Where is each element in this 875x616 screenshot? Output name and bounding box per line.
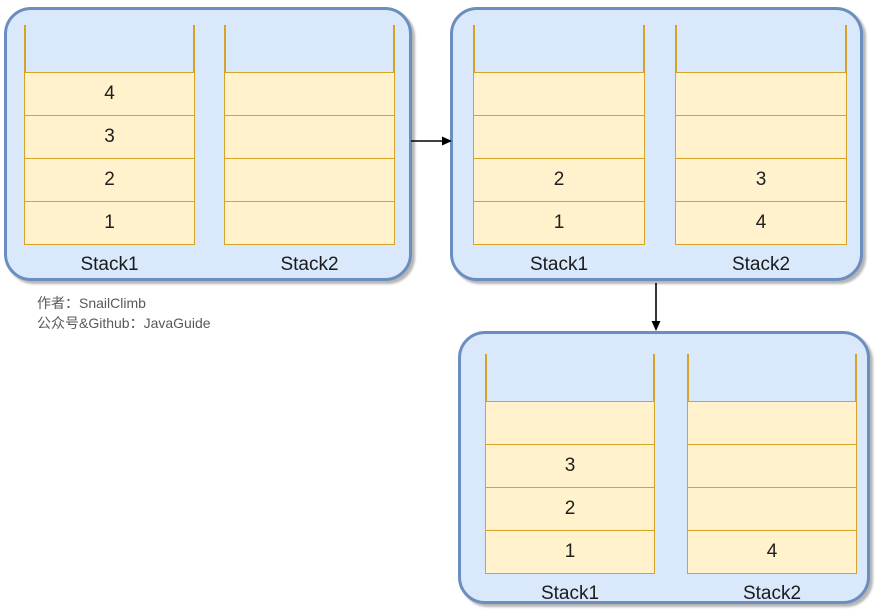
stack-well [24, 25, 195, 73]
stack-well [224, 25, 395, 73]
stack-cell: 4 [687, 530, 857, 574]
stack-cell: 2 [24, 158, 195, 202]
arrow-down-icon [651, 283, 661, 331]
stack-cell: 3 [485, 444, 655, 488]
stack-cell: 4 [675, 201, 847, 245]
stack-label: Stack2 [742, 583, 802, 604]
stack-cell: 1 [24, 201, 195, 245]
panel2-stack1: 2 1 Stack1 [473, 25, 645, 276]
panel3-stack2: 4 Stack2 [687, 354, 857, 605]
stack-cell: 4 [24, 72, 195, 116]
stack-cell [224, 158, 395, 202]
stack-state-panel-2: 2 1 Stack1 3 4 Stack2 [450, 7, 863, 281]
panel2-stack2: 3 4 Stack2 [675, 25, 847, 276]
stack-cell: 1 [485, 530, 655, 574]
stack-cell [224, 115, 395, 159]
panel1-stack1: 4 3 2 1 Stack1 [24, 25, 195, 276]
stack-cell [675, 72, 847, 116]
arrow-right-icon [411, 136, 452, 146]
stack-label: Stack1 [540, 583, 600, 604]
stack-label: Stack1 [80, 254, 139, 275]
stack-cell [224, 201, 395, 245]
panel3-stack1: 3 2 1 Stack1 [485, 354, 655, 605]
stack-label: Stack1 [529, 254, 589, 275]
stack-well [473, 25, 645, 73]
stack-well [675, 25, 847, 73]
stack-label: Stack2 [731, 254, 791, 275]
stack-cell: 3 [24, 115, 195, 159]
stack-cell [485, 401, 655, 445]
stack-cell [473, 72, 645, 116]
stack-cell [687, 487, 857, 531]
stack-state-panel-3: 3 2 1 Stack1 4 Stack2 [458, 331, 870, 604]
author-line: 作者：SnailClimb [37, 295, 146, 311]
stack-cell: 3 [675, 158, 847, 202]
stack-cell: 2 [485, 487, 655, 531]
stack-cell [224, 72, 395, 116]
panel1-stack2: Stack2 [224, 25, 395, 276]
stack-cell [687, 444, 857, 488]
stack-cell: 2 [473, 158, 645, 202]
stack-cell: 1 [473, 201, 645, 245]
author-caption: 作者：SnailClimb 公众号&Github：JavaGuide [37, 293, 211, 333]
stack-cell [473, 115, 645, 159]
stack-well [687, 354, 857, 402]
stack-cell [687, 401, 857, 445]
github-line: 公众号&Github：JavaGuide [37, 315, 211, 331]
stack-well [485, 354, 655, 402]
stack-label: Stack2 [280, 254, 339, 275]
stack-state-panel-1: 4 3 2 1 Stack1 Stack2 [4, 7, 412, 281]
stack-cell [675, 115, 847, 159]
